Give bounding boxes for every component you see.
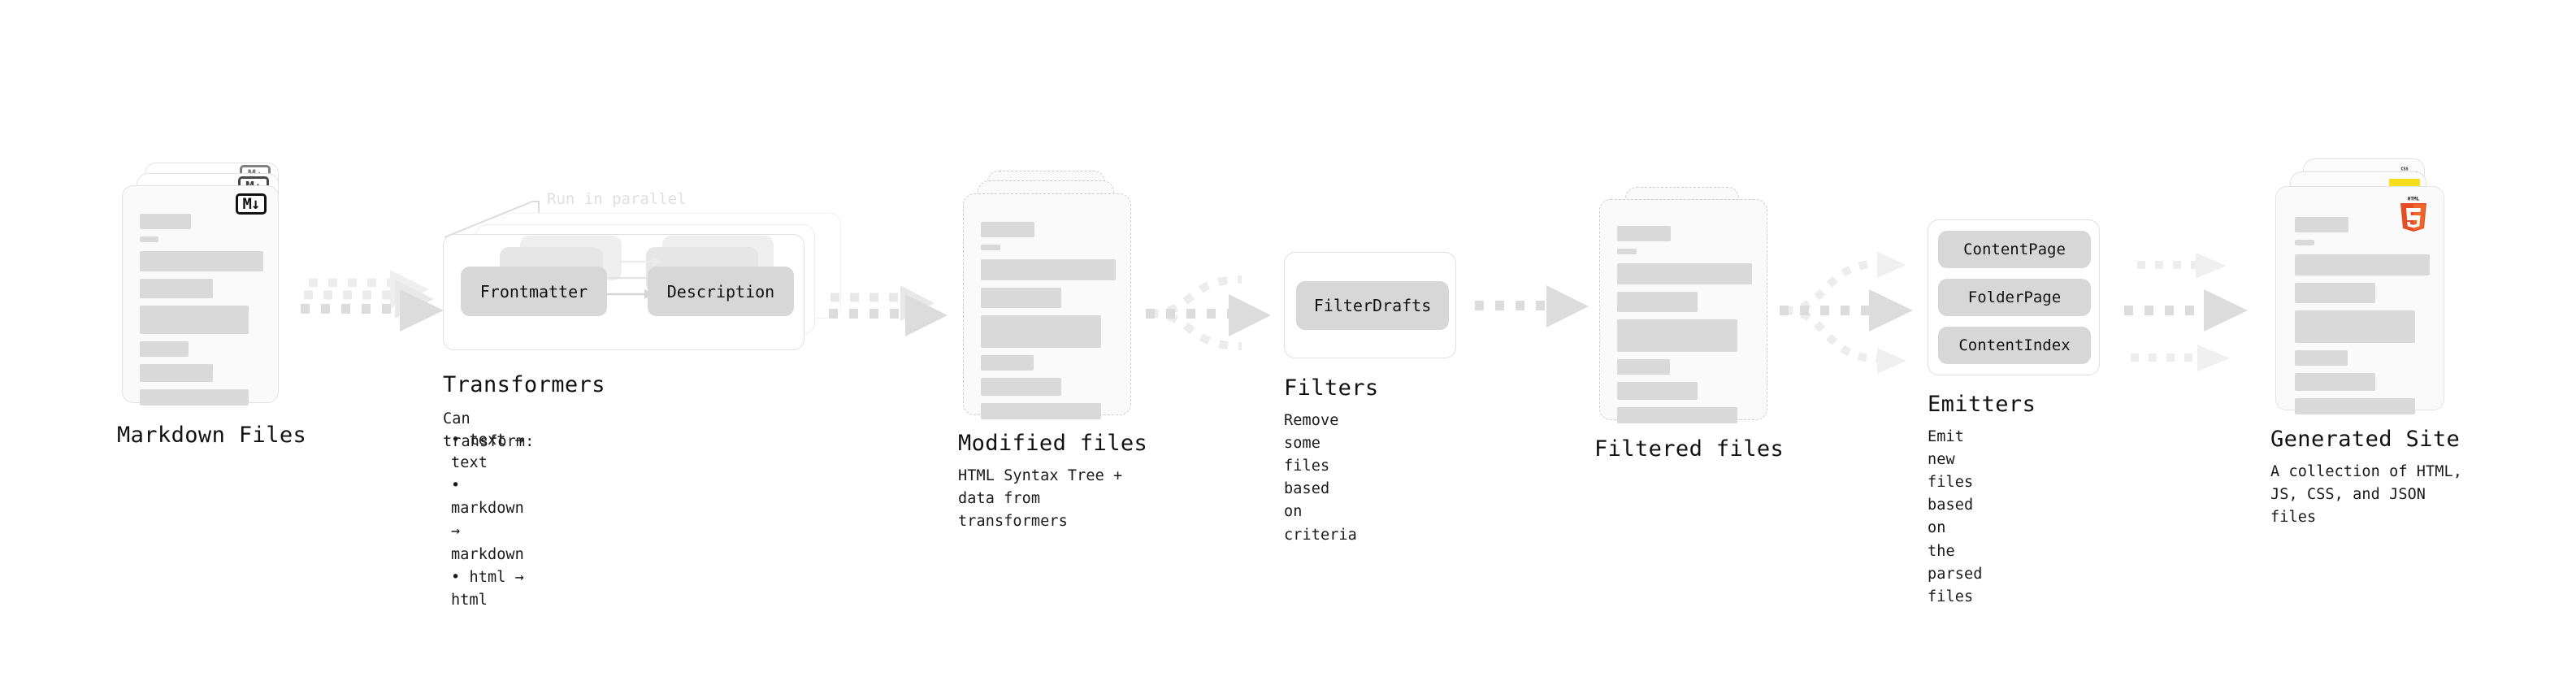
card-skeleton-bars [1617, 226, 1752, 431]
bar [140, 251, 263, 271]
bar [981, 378, 1061, 396]
bar [140, 389, 249, 406]
transformers-bullet-list: • text → text • markdown → markdown • ht… [451, 429, 524, 612]
card-skeleton-bars [981, 222, 1116, 427]
bar [981, 222, 1034, 237]
page-title-filters: Filters [1284, 375, 1379, 401]
bar [1617, 249, 1637, 254]
page-title-generated-site: Generated Site [2270, 427, 2461, 452]
bar [140, 236, 158, 242]
bar [140, 341, 189, 357]
generated-card-stack: CSS HTML [2275, 158, 2462, 435]
bar [981, 288, 1061, 308]
card-skeleton-bars [2295, 217, 2430, 422]
bar [1617, 359, 1670, 375]
bar [2295, 398, 2415, 414]
list-item: • html → html [451, 568, 524, 609]
bar [1617, 292, 1698, 312]
generated-site-sub: A collection of HTML, JS, CSS, and JSON … [2270, 463, 2462, 527]
bar [140, 306, 249, 334]
list-item: • text → text [451, 432, 524, 472]
page-title-modified-files: Modified files [958, 431, 1148, 456]
bar [2295, 350, 2348, 366]
bar [140, 279, 213, 298]
bar [981, 315, 1101, 348]
bar [2295, 373, 2375, 391]
bullet-text: html → html [451, 568, 524, 609]
arrow-modified-to-filters [1146, 275, 1271, 350]
stage-markdown-files: M↓ M↓ M↓ Markdown Files [117, 163, 306, 448]
page-title-markdown-files: Markdown Files [117, 423, 307, 448]
transformers-sub-heading: Can transform: [443, 410, 535, 451]
pill-description[interactable]: Description [648, 267, 794, 316]
modified-card-stack [963, 171, 1138, 439]
stage-modified-files: Modified files HTML Syntax Tree + data f… [958, 171, 1147, 530]
arrow-transformers-to-modified [829, 285, 948, 336]
arrow-filtered-to-emitters [1780, 252, 1913, 374]
pill-frontmatter[interactable]: Frontmatter [461, 267, 607, 316]
page-title-transformers: Transformers [443, 372, 605, 397]
filters-sub: Remove some files based on criteria [1284, 412, 1357, 544]
bar [2295, 283, 2375, 303]
page-title-emitters: Emitters [1928, 392, 2036, 417]
bar [2295, 217, 2348, 232]
bar [1617, 407, 1737, 423]
emitters-sub: Emit new files based on the parsed files [1928, 428, 1983, 605]
arrow-markdown-to-transformers [301, 270, 444, 332]
list-item: • markdown → markdown [451, 477, 524, 563]
pill-contentpage[interactable]: ContentPage [1938, 231, 2091, 268]
bar [981, 355, 1034, 371]
bar [140, 214, 191, 229]
pill-filterdrafts[interactable]: FilterDrafts [1296, 281, 1449, 330]
bar [140, 364, 213, 382]
bar [2295, 240, 2314, 245]
bullet-text: markdown → markdown [451, 500, 524, 563]
bar [2295, 254, 2430, 275]
stage-generated-site: CSS HTML Generated Site [2270, 158, 2462, 526]
bar [981, 245, 1000, 250]
card-skeleton-bars [140, 214, 263, 413]
pill-contentindex[interactable]: ContentIndex [1938, 327, 2091, 364]
arrow-filters-to-filtered [1475, 285, 1589, 327]
modified-files-sub: HTML Syntax Tree + data from transformer… [958, 467, 1123, 531]
bar [1617, 382, 1698, 400]
bar [981, 259, 1116, 280]
bar [2295, 310, 2415, 343]
page-title-filtered-files: Filtered files [1594, 436, 1785, 462]
bar [1617, 263, 1752, 284]
bar [981, 403, 1101, 419]
bar [1617, 226, 1671, 241]
pill-folderpage[interactable]: FolderPage [1938, 279, 2091, 316]
markdown-icon: M↓ [236, 193, 267, 215]
parallel-note: Run in parallel [547, 190, 687, 208]
svg-text:CSS: CSS [2400, 167, 2408, 171]
svg-text:HTML: HTML [2408, 197, 2420, 202]
filtered-card-stack [1599, 187, 1774, 455]
bar [1617, 319, 1737, 352]
bullet-text: text → text [451, 432, 524, 472]
markdown-card-stack: M↓ M↓ M↓ [122, 163, 297, 431]
html5-icon: HTML [2400, 197, 2426, 232]
stage-filtered-files: Filtered files [1594, 187, 1784, 462]
arrow-emitters-to-site [2124, 253, 2248, 371]
